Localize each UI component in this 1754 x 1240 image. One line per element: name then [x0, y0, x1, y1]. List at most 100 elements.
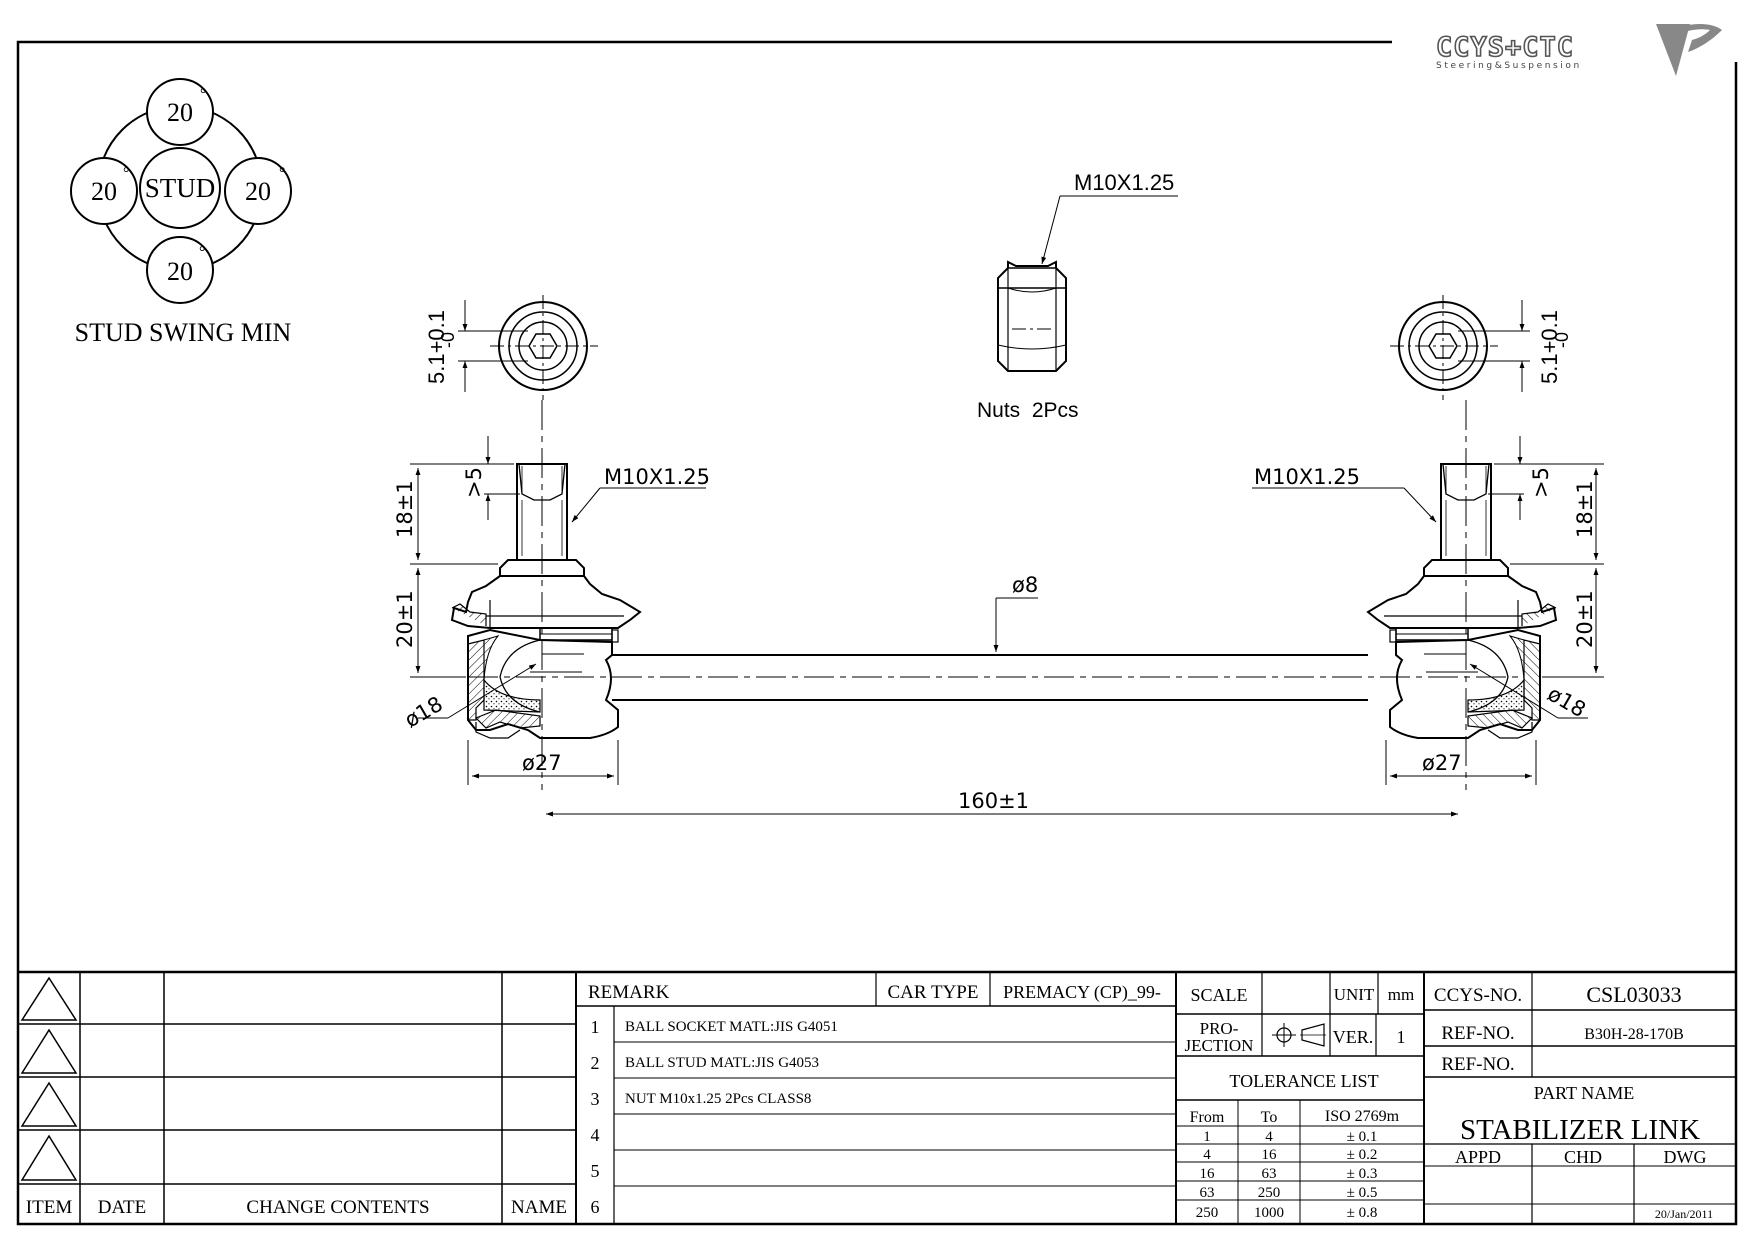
tol-cell: 63: [1200, 1185, 1215, 1201]
appd-label: APPD: [1455, 1147, 1501, 1167]
left-ball-joint: [450, 400, 642, 790]
remark-no: 5: [591, 1161, 600, 1181]
tol-cell: ± 0.2: [1347, 1147, 1378, 1163]
ccys-no-value: CSL03033: [1586, 982, 1681, 1007]
dim-length: 160±1: [958, 789, 1029, 813]
degree-mark: °: [199, 244, 205, 261]
tol-header-from: From: [1190, 1109, 1225, 1126]
projection-label: PRO-: [1200, 1019, 1239, 1038]
dim-ball-left: ø18: [401, 692, 447, 733]
tol-cell: 16: [1200, 1166, 1216, 1182]
degree-mark: °: [123, 165, 129, 182]
dim-top-left: 5.1+0.1: [424, 310, 449, 384]
stabilizer-link-assembly: [450, 400, 1558, 790]
remark-text: BALL STUD MATL:JIS G4053: [625, 1055, 819, 1071]
rev-header-item: ITEM: [26, 1197, 73, 1218]
rev-header-date: DATE: [98, 1197, 147, 1218]
sheet-border: [16, 40, 1738, 1226]
tol-cell: 16: [1262, 1147, 1278, 1163]
dim-min5-left: >5: [462, 467, 486, 498]
dim-top-right: 5.1+0.1: [1537, 310, 1562, 384]
car-type-label: CAR TYPE: [888, 982, 979, 1003]
dim-rod-dia: ø8: [1012, 573, 1038, 597]
tol-cell: ± 0.3: [1347, 1166, 1378, 1182]
rev-header-name: NAME: [511, 1197, 567, 1218]
ver-value: 1: [1397, 1027, 1406, 1047]
dim-top-right-lower: -0: [1552, 332, 1572, 348]
nut-caption: Nuts 2Pcs: [977, 399, 1079, 422]
dim-h18-left: 18±1: [393, 480, 417, 538]
tol-cell: 4: [1203, 1147, 1211, 1163]
scale-label: SCALE: [1190, 985, 1247, 1005]
remark-no: 2: [591, 1053, 600, 1073]
logo-mark-icon: [1656, 24, 1722, 76]
swing-angle-bottom: 20: [167, 257, 193, 286]
dim-h18-right: 18±1: [1573, 480, 1597, 538]
dim-min5-right: >5: [1529, 467, 1553, 498]
tolerance-title: TOLERANCE LIST: [1229, 1071, 1378, 1091]
degree-mark: °: [279, 165, 285, 182]
ref-no-label: REF-NO.: [1441, 1054, 1514, 1075]
dwg-label: DWG: [1664, 1147, 1707, 1167]
remark-no: 1: [591, 1017, 600, 1037]
rev-header-change: CHANGE CONTENTS: [246, 1197, 429, 1218]
nut-thread-label: M10X1.25: [1074, 170, 1174, 195]
ver-label: VER.: [1333, 1027, 1374, 1047]
part-name: STABILIZER LINK: [1460, 1114, 1700, 1146]
tol-cell: 250: [1196, 1205, 1219, 1221]
unit-value: mm: [1388, 985, 1414, 1004]
title-block-text: ITEM DATE CHANGE CONTENTS NAME REMARK CA…: [26, 982, 1713, 1221]
company-logo: CCYS+CTC Steering&Suspension: [1435, 24, 1722, 76]
remark-no: 6: [591, 1197, 600, 1217]
swing-angle-right: 20: [245, 177, 271, 206]
nut-drawing: M10X1.25 Nuts 2Pcs: [977, 170, 1178, 422]
tol-cell: 63: [1262, 1166, 1277, 1182]
remark-no: 4: [591, 1125, 600, 1145]
tol-cell: 250: [1258, 1185, 1281, 1201]
projection-label: JECTION: [1185, 1036, 1254, 1055]
remark-no: 3: [591, 1089, 600, 1109]
tol-cell: ± 0.1: [1347, 1129, 1378, 1145]
dim-socket-right: ø27: [1422, 751, 1462, 775]
ccys-no-label: CCYS-NO.: [1434, 985, 1522, 1006]
dim-thread-left: M10X1.25: [604, 465, 710, 489]
remark-text: NUT M10x1.25 2Pcs CLASS8: [625, 1091, 811, 1107]
dim-thread-right: M10X1.25: [1254, 465, 1360, 489]
tol-cell: 4: [1265, 1129, 1273, 1145]
ref-no-value: B30H-28-170B: [1584, 1026, 1684, 1043]
title-block-grid: [18, 970, 1736, 1224]
top-view-right: 5.1+0.1 -0: [1390, 295, 1572, 400]
dim-socket-left: ø27: [522, 751, 562, 775]
stud-label: STUD: [145, 173, 216, 203]
tol-header-to: To: [1261, 1109, 1278, 1126]
dim-h20-right: 20±1: [1573, 590, 1597, 648]
tol-cell: 1000: [1254, 1205, 1284, 1221]
remark-header: REMARK: [588, 982, 670, 1003]
logo-subtext: Steering&Suspension: [1436, 61, 1582, 71]
chd-label: CHD: [1564, 1147, 1602, 1167]
dimensions: [410, 436, 1604, 817]
ref-no-label: REF-NO.: [1441, 1023, 1514, 1044]
dim-h20-left: 20±1: [393, 590, 417, 648]
right-ball-joint: [1366, 400, 1558, 790]
car-type-value: PREMACY (CP)_99-: [1003, 982, 1161, 1003]
part-name-label: PART NAME: [1534, 1083, 1634, 1103]
stud-swing-diagram: STUD 20 20 20 20 ° ° ° ° STUD SWING MIN: [70, 78, 292, 347]
dim-top-left-lower: -0: [438, 332, 458, 348]
remark-text: BALL SOCKET MATL:JIS G4051: [625, 1019, 838, 1035]
tol-cell: ± 0.5: [1347, 1185, 1378, 1201]
tol-cell: ± 0.8: [1347, 1205, 1378, 1221]
tol-cell: 1: [1203, 1129, 1211, 1145]
rod: [612, 654, 1368, 701]
unit-label: UNIT: [1334, 985, 1375, 1004]
dimension-labels: M10X1.25 M10X1.25 >5 >5 18±1 18±1 20±1 2…: [393, 465, 1597, 813]
dim-ball-right: ø18: [1544, 682, 1590, 723]
degree-mark: °: [200, 86, 206, 103]
stud-swing-caption: STUD SWING MIN: [75, 318, 292, 347]
top-view-left: 5.1+0.1 -0: [424, 295, 598, 400]
swing-angle-left: 20: [91, 177, 117, 206]
tol-header-iso: ISO 2769m: [1325, 1108, 1400, 1125]
swing-angle-top: 20: [167, 98, 193, 127]
drawing-date: 20/Jan/2011: [1655, 1207, 1713, 1221]
